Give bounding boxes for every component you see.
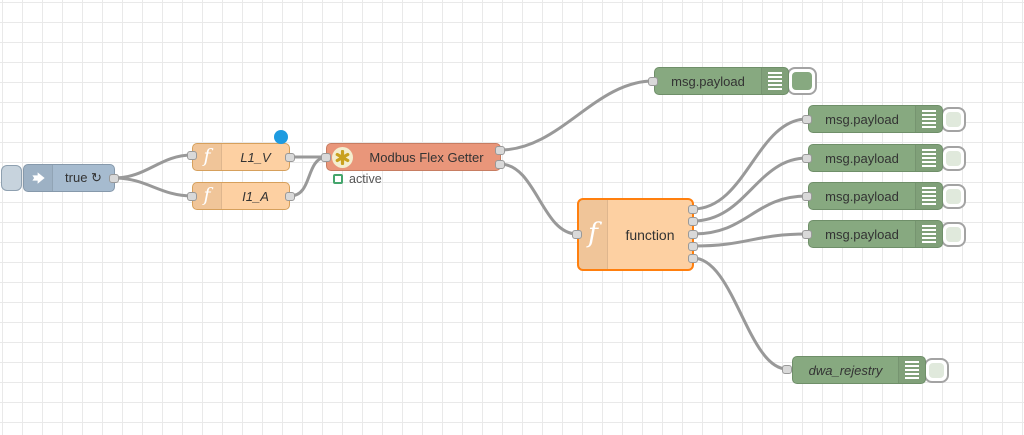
debug-toggle-button[interactable] [787,67,817,95]
function-label: function [625,226,675,243]
port-modbus-in[interactable] [321,153,331,162]
debug-label: msg.payload [825,150,899,166]
wire-fn-r3[interactable] [691,194,809,236]
changed-indicator-dot [274,130,288,144]
node-debug-dwa-rejestry[interactable]: dwa_rejestry [792,356,926,384]
node-function-l1v[interactable]: f L1_V [192,143,290,171]
function-f-icon: f [579,200,608,269]
port-l1v-in[interactable] [187,151,197,160]
inject-label: true ↻ [65,170,102,185]
node-modbus-flex-getter[interactable]: Modbus Flex Getter [326,143,501,171]
port-debug-dwa-in[interactable] [782,365,792,374]
l1v-label: L1_V [240,149,271,165]
port-i1a-in[interactable] [187,192,197,201]
wire-fn-dwa[interactable] [691,256,789,371]
port-i1a-out[interactable] [285,192,295,201]
port-inject-out[interactable] [109,174,119,183]
modbus-asterisk-icon [332,146,353,168]
port-function-out5[interactable] [688,254,698,263]
port-function-out4[interactable] [688,242,698,251]
debug-label: msg.payload [671,73,745,89]
port-debug-r4-in[interactable] [802,230,812,239]
debug-list-icon [915,221,942,247]
port-l1v-out[interactable] [285,153,295,162]
port-modbus-out1[interactable] [495,146,505,155]
debug-label: dwa_rejestry [808,362,883,378]
debug-toggle-button[interactable] [924,358,949,383]
wire-inject-l1v[interactable] [112,153,194,180]
debug-list-icon [761,68,788,94]
inject-arrow-icon [24,165,53,191]
node-inject-true[interactable]: true ↻ [23,164,115,192]
port-function-in[interactable] [572,230,582,239]
debug-label: msg.payload [825,226,899,242]
status-text: active [349,172,382,186]
port-modbus-out2[interactable] [495,160,505,169]
debug-label: msg.payload [825,111,899,127]
port-debug-r1-in[interactable] [802,115,812,124]
wire-fn-r1[interactable] [691,117,809,211]
wire-i1a-modbus[interactable] [288,155,328,198]
wire-fn-r2[interactable] [691,156,809,223]
node-debug-r4[interactable]: msg.payload [808,220,943,248]
debug-label: msg.payload [825,188,899,204]
node-debug-r3[interactable]: msg.payload [808,182,943,210]
node-debug-top[interactable]: msg.payload [654,67,789,95]
node-debug-r2[interactable]: msg.payload [808,144,943,172]
debug-toggle-button[interactable] [941,222,966,247]
wire-modbus-debugtop[interactable] [498,79,655,152]
port-function-out1[interactable] [688,205,698,214]
i1a-label: I1_A [242,188,269,204]
function-f-icon: f [193,183,222,209]
debug-list-icon [915,145,942,171]
status-dot-icon [333,174,343,184]
function-f-icon: f [193,144,222,170]
port-function-out2[interactable] [688,217,698,226]
port-debug-r2-in[interactable] [802,154,812,163]
debug-list-icon [915,183,942,209]
debug-toggle-button[interactable] [941,146,966,171]
port-debugtop-in[interactable] [648,77,658,86]
debug-list-icon [898,357,925,383]
modbus-status: active [333,172,382,186]
inject-trigger-button[interactable] [1,165,22,191]
debug-list-icon [915,106,942,132]
wire-fn-r4[interactable] [691,232,809,248]
wire-modbus-function[interactable] [498,162,579,236]
debug-toggle-button[interactable] [941,107,966,132]
modbus-label: Modbus Flex Getter [369,149,484,165]
wire-inject-i1a[interactable] [112,176,194,198]
port-function-out3[interactable] [688,230,698,239]
node-debug-r1[interactable]: msg.payload [808,105,943,133]
node-function-i1a[interactable]: f I1_A [192,182,290,210]
port-debug-r3-in[interactable] [802,192,812,201]
debug-toggle-button[interactable] [941,184,966,209]
node-function-main[interactable]: f function [577,198,694,271]
